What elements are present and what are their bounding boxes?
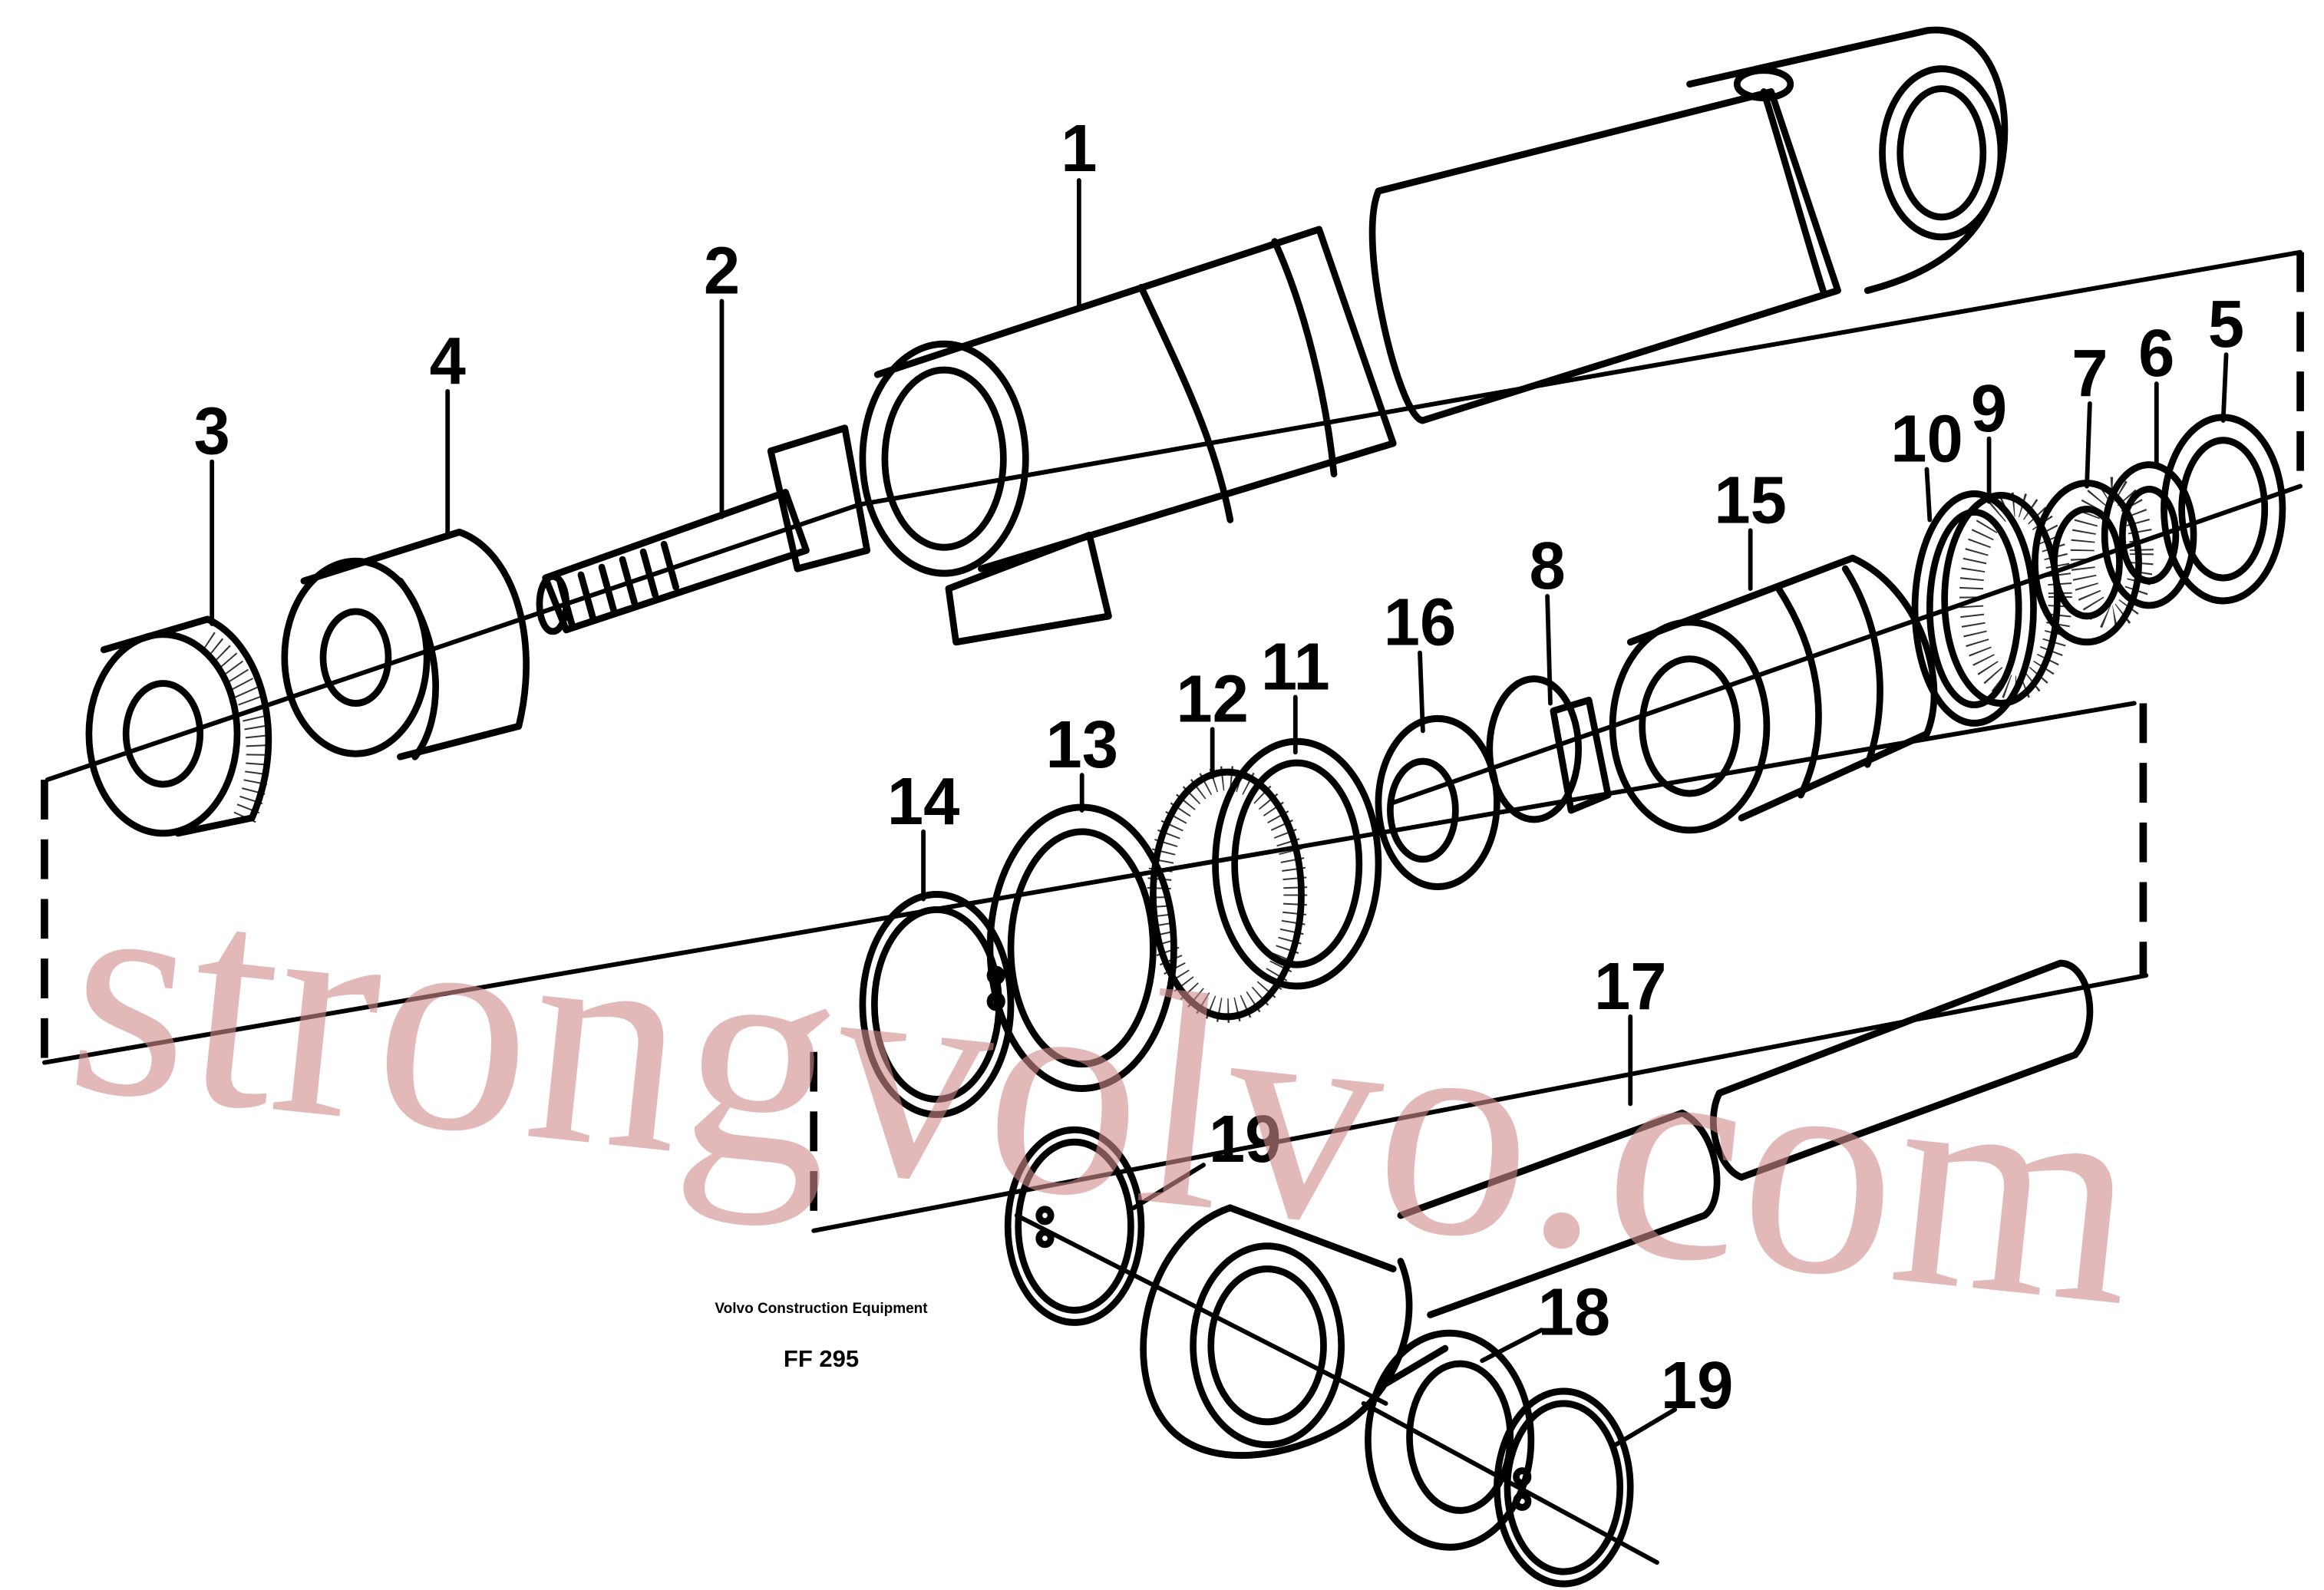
- callout-2: 2: [704, 233, 740, 308]
- callout-10: 10: [1890, 401, 1963, 476]
- callout-7: 7: [2071, 336, 2108, 411]
- callout-3: 3: [194, 394, 230, 469]
- dashed-bracket-lines: [41, 252, 2304, 1231]
- callout-12: 12: [1176, 661, 1249, 736]
- callout-17: 17: [1594, 949, 1667, 1024]
- callout-11: 11: [1261, 629, 1330, 704]
- part-4-guide: [281, 528, 530, 760]
- part-2-bolt: [536, 424, 871, 635]
- caption-figure-code: FF 295: [783, 1345, 860, 1372]
- callout-13: 13: [1045, 708, 1118, 782]
- leader-lines: [210, 178, 2229, 1447]
- callout-1: 1: [1061, 111, 1097, 186]
- callout-14: 14: [887, 764, 960, 839]
- part-17-piston-rod: [1140, 959, 2094, 1460]
- callout-16: 16: [1384, 586, 1457, 660]
- callout-19-lower: 19: [1661, 1348, 1734, 1423]
- callout-19-upper: 19: [1209, 1102, 1282, 1176]
- callout-18: 18: [1538, 1275, 1611, 1349]
- callout-6: 6: [2138, 316, 2174, 391]
- callout-15: 15: [1714, 463, 1787, 537]
- callout-numbers: 1 2 3 4 5 6 7 8 9 10 11 12 13 14 15 16 1…: [194, 111, 2245, 1423]
- part-3-piston: [85, 615, 272, 837]
- callout-9: 9: [1971, 371, 2007, 446]
- caption-company: Volvo Construction Equipment: [715, 1301, 928, 1317]
- part-19-circlips: [1004, 1126, 1634, 1588]
- callout-5: 5: [2208, 287, 2244, 361]
- part-1-cylinder-tube: [859, 26, 2009, 646]
- part-15-piston-head: [1609, 554, 1938, 834]
- callout-4: 4: [430, 324, 466, 398]
- callout-8: 8: [1529, 529, 1565, 603]
